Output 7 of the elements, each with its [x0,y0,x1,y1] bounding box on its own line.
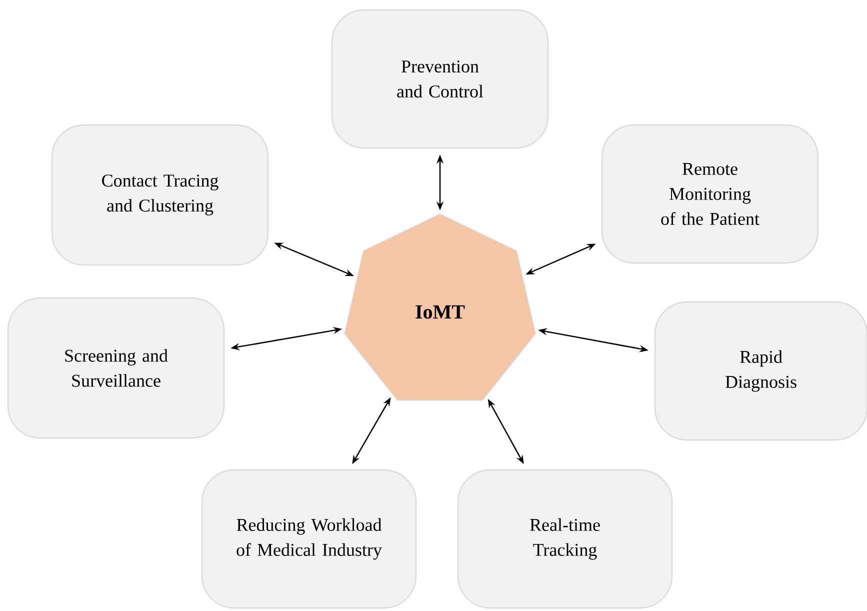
rounded-box: Prevention and Control [331,9,549,149]
rounded-box: Rapid Diagnosis [654,301,867,441]
rounded-box: Reducing Workload of Medical Industry [201,469,417,609]
rounded-box: Contact Tracing and Clustering [51,124,269,266]
rounded-box: Real-time Tracking [457,469,673,609]
rounded-box: Remote Monitoring of the Patient [601,124,819,264]
rounded-box: Screening and Surveillance [7,297,225,439]
